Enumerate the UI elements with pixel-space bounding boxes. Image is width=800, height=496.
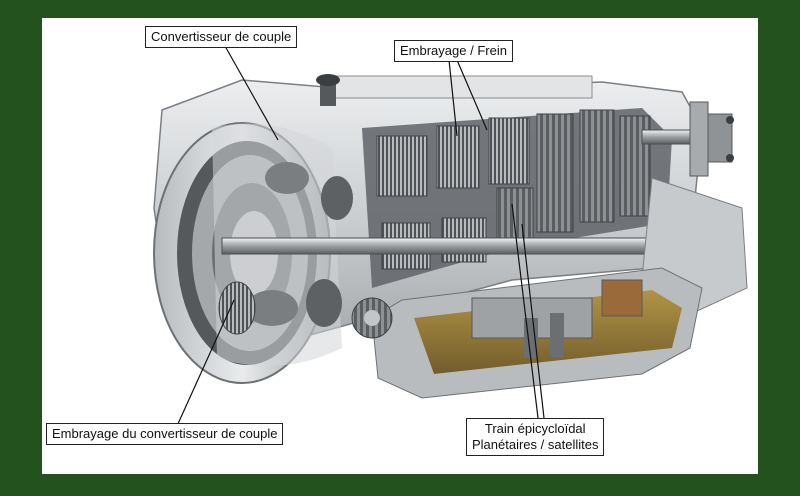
clutch-brake-label: Embrayage / Frein — [394, 40, 513, 62]
transmission-cutaway-illustration — [153, 45, 748, 427]
torque-converter-label: Convertisseur de couple — [145, 26, 298, 48]
diagram-panel: Convertisseur de couple Embrayage / Frei… — [42, 18, 758, 474]
planetary-gear-label: Train épicycloïdal Planétaires / satelli… — [466, 418, 605, 456]
converter-clutch-label: Embrayage du convertisseur de couple — [46, 423, 284, 445]
planetary-gear-label-line1: Train épicycloïdal — [484, 421, 586, 436]
planetary-gear-label-line2: Planétaires / satellites — [472, 437, 599, 452]
